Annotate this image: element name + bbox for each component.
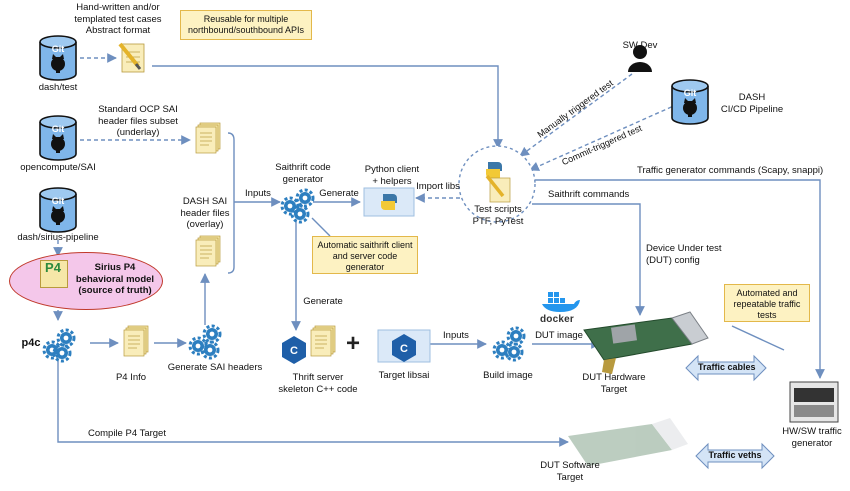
traffic-cables-arrow [685,354,767,382]
svg-text:C: C [400,343,408,355]
test-case-document-icon [118,42,145,73]
p4c-gears-icon [42,328,76,363]
cicd-label: DASH CI/CD Pipeline [720,92,784,115]
dash-sai-label: DASH SAI header files (overlay) [180,196,230,230]
dut-hardware-label: DUT Hardware Target [582,372,646,395]
p4-logo-text: P4 [45,260,61,275]
automated-tests-note: Automated and repeatable traffic tests [724,284,810,322]
repo-dash-test-label: dash/test [38,82,78,93]
sw-dev-person-icon [628,45,652,72]
handwritten-tests-label: Hand-written and/or templated test cases… [74,2,162,36]
p4c-label: p4c [21,337,41,349]
traffic-cables-label: Traffic cables [698,362,756,372]
inputs-label-2: Inputs [443,330,469,341]
target-libsai-label: Target libsai [378,370,430,381]
git-repo-sai-icon [39,115,77,161]
build-image-gears-icon [492,326,526,362]
traffic-veths-arrow [695,442,775,470]
git-badge-cicd: Git [683,88,697,98]
dut-hardware-nic-icon [583,311,709,374]
thrift-skeleton-doc-icon [310,325,336,357]
repo-pipeline-label: dash/sirius-pipeline [17,232,99,243]
test-scripts-label: Test scripts PTF, PyTest [472,204,524,227]
import-libs-label: Import libs [416,181,460,192]
plus-sign: + [346,330,361,357]
svg-text:C: C [290,345,298,357]
inputs-label-1: Inputs [245,188,271,199]
traffic-generator-label: HW/SW traffic generator [782,426,842,449]
sirius-model-ellipse [9,252,163,310]
dut-config-label: Device Under test (DUT) config [646,243,722,266]
gen-sai-headers-label: Generate SAI headers [167,362,263,373]
git-badge-dash-test: Git [51,44,65,54]
git-repo-dash-test-icon [39,35,77,81]
cpp-icon: C [282,336,306,364]
dut-software-label: DUT Software Target [540,460,600,483]
traffic-veths-label: Traffic veths [708,450,762,460]
saithrift-commands-label: Saithrift commands [548,189,630,200]
dut-image-label: DUT image [535,330,583,341]
test-scripts-icon [485,162,511,203]
gen-sai-headers-gears-icon [188,324,222,360]
git-badge-sai: Git [51,124,65,134]
p4-info-doc-icon [123,325,149,357]
dut-software-nic-icon [568,418,688,466]
docker-label: docker [540,314,574,325]
saithrift-generator-label: Saithrift code generator [275,162,331,185]
sirius-model-label: Sirius P4 behavioral model (source of tr… [75,262,155,296]
repo-sai-label: opencompute/SAI [20,162,96,173]
git-badge-pipeline: Git [51,196,65,206]
python-client-icon [363,187,415,217]
git-repo-cicd-icon [671,79,709,125]
thrift-server-label: Thrift server skeleton C++ code [278,372,358,395]
connector-lines [53,53,825,447]
auto-saithrift-note: Automatic saithrift client and server co… [312,236,418,274]
docker-whale-icon [542,292,580,312]
saithrift-generator-gears-icon [280,188,315,224]
build-image-label: Build image [483,370,533,381]
dash-sai-headers-doc-icon [195,235,221,267]
p4-doc-icon [40,260,68,288]
ocp-sai-headers-doc-icon [195,122,221,154]
target-libsai-icon: C [377,329,431,363]
generate-label-1: Generate [319,188,359,199]
sw-dev-label: SW Dev [622,40,658,51]
traffic-gen-commands-label: Traffic generator commands (Scapy, snapp… [637,165,824,176]
git-repo-pipeline-icon [39,187,77,233]
traffic-generator-rack-icon [789,381,839,423]
compile-p4-label: Compile P4 Target [88,428,166,439]
ocp-sai-label: Standard OCP SAI header files subset (un… [98,104,178,138]
generate-label-2: Generate [303,296,343,307]
reusable-note: Reusable for multiple northbound/southbo… [180,10,312,40]
python-client-label: Python client + helpers [364,164,420,187]
p4-info-label: P4 Info [115,372,147,383]
